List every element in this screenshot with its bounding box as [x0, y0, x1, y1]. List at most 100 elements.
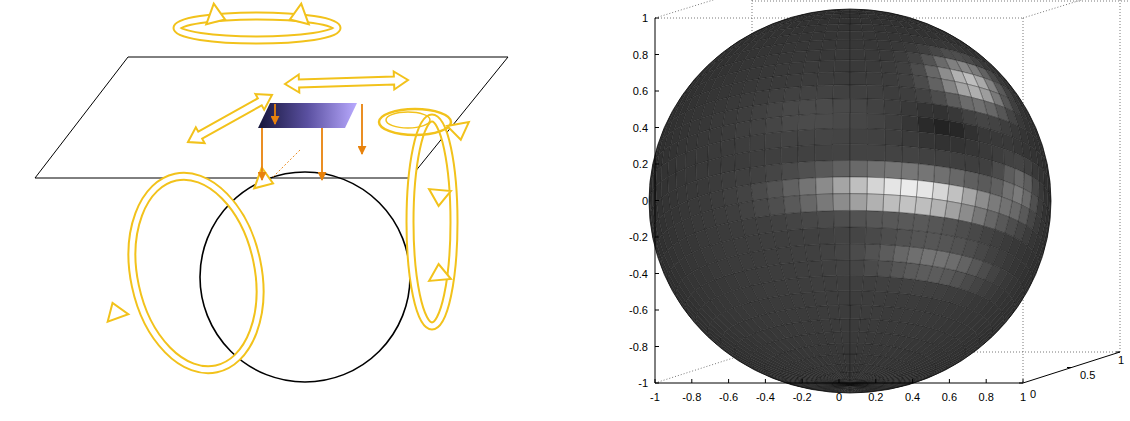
mesh-face: [893, 245, 910, 262]
mesh-face: [765, 148, 781, 166]
rotation-ring: [177, 16, 337, 40]
mesh-face: [844, 379, 850, 384]
mesh-face: [860, 305, 872, 319]
mesh-face: [934, 119, 950, 137]
mesh-face: [839, 18, 850, 24]
mesh-face: [766, 102, 783, 118]
mesh-face: [800, 195, 817, 213]
mesh-face: [930, 90, 947, 106]
mesh-face: [803, 228, 820, 245]
mesh-face: [879, 244, 895, 261]
mesh-face: [912, 75, 930, 90]
mesh-face: [861, 24, 874, 32]
mesh-face: [839, 305, 850, 319]
mesh-face: [900, 179, 917, 197]
mesh-face: [840, 379, 850, 384]
mesh-face: [877, 260, 893, 276]
mesh-face: [857, 332, 867, 344]
mesh-face: [838, 291, 850, 306]
tick-label: -0.2: [793, 391, 812, 404]
mesh-face: [949, 168, 965, 187]
mesh-face: [850, 379, 857, 384]
mesh-face: [850, 331, 859, 343]
mesh-face: [835, 244, 850, 260]
mesh-face: [818, 227, 834, 244]
mesh-face: [850, 49, 865, 60]
mesh-face: [861, 291, 874, 306]
mesh-face: [784, 87, 802, 102]
arrow-head: [206, 4, 229, 30]
tick-label: 0.2: [868, 391, 883, 404]
mesh-face: [910, 230, 927, 248]
tick-label: 1: [642, 12, 648, 25]
mesh-face: [782, 162, 799, 180]
mesh-face: [837, 31, 850, 40]
mesh-face: [918, 132, 934, 150]
mesh-face: [916, 180, 933, 198]
mesh-face: [768, 197, 785, 215]
mesh-face: [825, 24, 838, 32]
tick-label: 0.4: [633, 121, 648, 134]
rotation-ring: [115, 164, 277, 381]
mesh-face: [950, 152, 965, 171]
mesh-face: [897, 212, 914, 230]
mesh-face: [918, 117, 935, 134]
mesh-face: [847, 372, 850, 379]
mesh-face: [850, 275, 863, 290]
mesh-face: [918, 164, 935, 182]
mesh-face: [833, 194, 850, 211]
mesh-face: [850, 177, 867, 194]
mesh-face: [932, 182, 949, 201]
spin-arrow: [386, 112, 430, 128]
mesh-face: [770, 214, 788, 232]
mesh-face: [935, 150, 951, 168]
mesh-face: [781, 146, 798, 164]
mesh-face: [818, 60, 834, 73]
mesh-face: [918, 148, 934, 166]
mesh-face: [816, 177, 833, 194]
mesh-face: [790, 51, 807, 63]
mesh-face: [815, 113, 833, 129]
tick-label: 1: [1118, 354, 1124, 367]
mesh-face: [735, 136, 750, 154]
mesh-face: [833, 113, 850, 128]
mesh-face: [803, 61, 820, 74]
mesh-face: [782, 115, 799, 132]
mesh-face: [949, 121, 965, 139]
mesh-face: [832, 128, 850, 144]
mesh-face: [850, 380, 861, 385]
mesh-face: [884, 100, 902, 116]
tick-label: -0.8: [682, 391, 701, 404]
mesh-face: [799, 178, 817, 196]
mesh-face: [884, 114, 901, 130]
mesh-face: [857, 11, 867, 14]
mesh-face: [810, 276, 825, 292]
mesh-face: [902, 146, 919, 164]
tick-label: -0.6: [629, 304, 648, 317]
mesh-face: [900, 101, 917, 117]
mesh-face: [833, 177, 850, 194]
mesh-face: [750, 166, 766, 185]
mesh-face: [880, 228, 897, 245]
mesh-face: [721, 139, 735, 158]
mesh-face: [884, 161, 901, 179]
mesh-face: [751, 104, 768, 121]
mesh-face: [863, 260, 878, 276]
mesh-face: [739, 201, 756, 220]
mesh-face: [782, 101, 799, 117]
mesh-face: [864, 49, 880, 60]
mesh-face: [834, 384, 850, 385]
mesh-face: [902, 130, 919, 147]
mesh-face: [850, 24, 862, 31]
mesh-face: [850, 379, 856, 384]
mesh-face: [770, 75, 788, 90]
mesh-face: [882, 211, 899, 229]
mesh-face: [893, 51, 910, 63]
mesh-face: [813, 291, 827, 306]
mesh-face: [820, 49, 836, 60]
mesh-face: [850, 160, 867, 177]
mesh-face: [850, 319, 860, 332]
mesh-face: [901, 162, 918, 180]
mesh-face: [836, 260, 850, 276]
